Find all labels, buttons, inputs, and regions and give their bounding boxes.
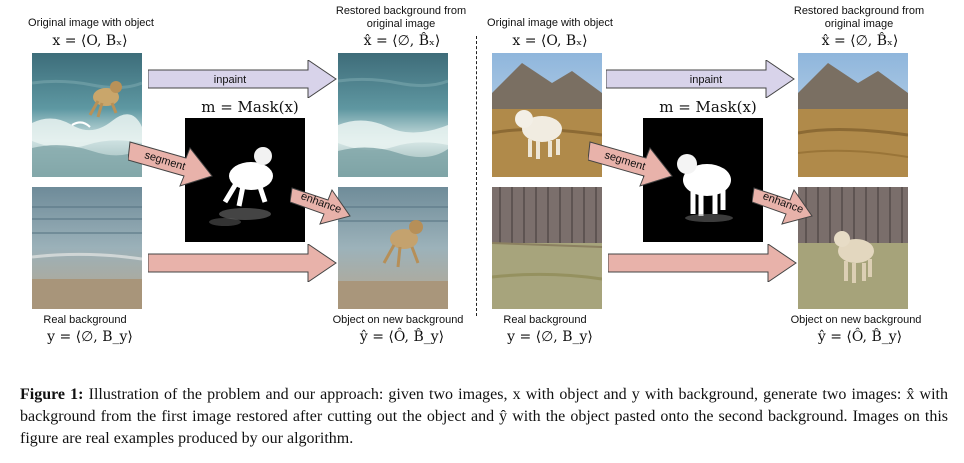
arrow-paste: [148, 244, 337, 282]
label-restored-background-line1: Restored background from: [335, 5, 467, 17]
math-y: y = ⟨∅, B_y⟩: [507, 329, 593, 345]
image-real-background-yard: [492, 187, 602, 309]
math-x: x = ⟨O, Bₓ⟩: [52, 33, 128, 49]
math-x-hat: x̂ = ⟨∅, B̂ₓ⟩: [821, 33, 899, 49]
arrow-inpaint-label: inpaint: [214, 74, 246, 86]
math-y-hat: ŷ = ⟨Ô, B̂_y⟩: [359, 329, 445, 345]
math-mask: m = Mask(x): [659, 98, 757, 116]
arrow-enhance: enhance: [752, 187, 813, 225]
image-restored-beach: [338, 53, 448, 177]
math-x: x = ⟨O, Bₓ⟩: [512, 33, 588, 49]
arrow-segment: segment: [128, 141, 213, 187]
image-dog-beach-original: [32, 53, 142, 177]
label-original-image: Original image with object: [487, 17, 613, 29]
image-mask-white-dog: [643, 118, 763, 242]
label-real-background: Real background: [503, 314, 587, 326]
image-restored-hillside: [798, 53, 908, 177]
caption-text: Illustration of the problem and our appr…: [20, 386, 948, 447]
math-x-hat: x̂ = ⟨∅, B̂ₓ⟩: [363, 33, 441, 49]
arrow-enhance: enhance: [290, 187, 351, 225]
math-y-hat: ŷ = ⟨Ô, B̂_y⟩: [817, 329, 903, 345]
image-dog-hillside-original: [492, 53, 602, 177]
arrow-segment: segment: [588, 141, 673, 187]
arrow-inpaint-label: inpaint: [690, 74, 722, 86]
math-mask: m = Mask(x): [201, 98, 299, 116]
caption-label: Figure 1:: [20, 386, 84, 403]
panel-divider: [476, 36, 477, 316]
image-real-background-beach: [32, 187, 142, 309]
image-white-dog-new-background: [798, 187, 908, 309]
label-object-new-background: Object on new background: [332, 314, 464, 326]
math-y: y = ⟨∅, B_y⟩: [47, 329, 133, 345]
label-restored-background-line2: original image: [366, 18, 436, 30]
arrow-paste: [608, 244, 797, 282]
label-restored-background-line1: Restored background from: [793, 5, 925, 17]
image-dog-new-background: [338, 187, 448, 309]
label-restored-background-line2: original image: [824, 18, 894, 30]
label-real-background: Real background: [43, 314, 127, 326]
label-object-new-background: Object on new background: [790, 314, 922, 326]
image-mask-dog: [185, 118, 305, 242]
arrow-inpaint: inpaint: [606, 60, 795, 98]
arrow-inpaint: inpaint: [148, 60, 337, 98]
figure-caption: Figure 1: Illustration of the problem an…: [20, 384, 948, 450]
label-original-image: Original image with object: [28, 17, 154, 29]
